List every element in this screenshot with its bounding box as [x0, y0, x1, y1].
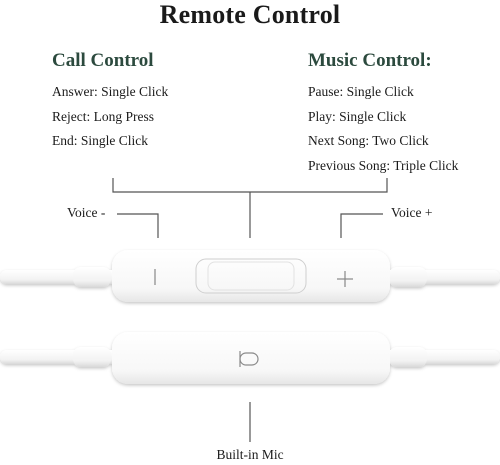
diagram-title: Remote Control — [159, 0, 341, 29]
music-control-item-next: Next Song: Two Click — [308, 133, 429, 148]
call-control-item-answer: Answer: Single Click — [52, 84, 169, 99]
call-control-item-reject: Reject: Long Press — [52, 108, 154, 124]
voice-minus-leader — [117, 213, 159, 238]
music-control-section: Music Control: Pause: Single Click Play:… — [308, 50, 458, 178]
music-control-item-pause: Pause: Single Click — [308, 84, 414, 99]
call-control-section: Call Control Answer: Single Click Reject… — [52, 50, 168, 154]
music-control-item-previous: Previous Song: Triple Click — [308, 157, 459, 173]
call-control-item-end: End: Single Click — [52, 133, 148, 148]
mic-remote — [0, 332, 500, 384]
music-control-heading: Music Control: — [308, 50, 432, 71]
control-remote-details — [195, 258, 307, 294]
voice-plus-label: Voice + — [391, 205, 433, 220]
control-bracket — [112, 178, 388, 238]
voice-plus-leader — [340, 213, 383, 238]
control-remote — [0, 250, 500, 302]
microphone-icon — [239, 351, 259, 367]
built-in-mic-label: Built-in Mic — [216, 447, 284, 462]
music-control-item-play: Play: Single Click — [308, 108, 407, 124]
volume-up-icon — [337, 271, 353, 287]
call-control-heading: Call Control — [52, 50, 154, 71]
voice-minus-label: Voice - — [67, 205, 106, 220]
